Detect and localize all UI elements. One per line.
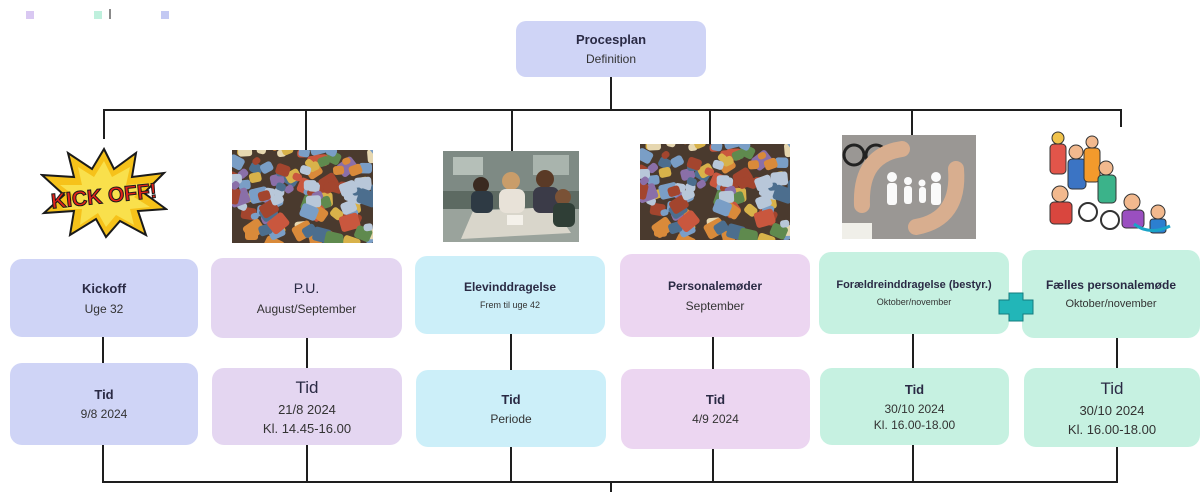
node-title: Elevinddragelse [463,280,557,294]
mid-line-2 [306,338,308,368]
tid-title: Tid [705,392,726,407]
tid-title: Tid [295,377,319,397]
tid-line: Kl. 16.00-18.00 [873,417,956,432]
mid-line-1 [102,337,104,363]
legend-tick [109,9,111,19]
bottom-drop-5 [912,445,914,483]
node-title: Fælles personalemøde [1045,278,1177,292]
node-subtitle: Uge 32 [84,301,124,316]
node-pu: P.U. August/September [211,258,402,338]
drop-line-2 [305,109,307,150]
tid-line: 30/10 2024 [1079,402,1145,418]
node-title: Forældreinddragelse (bestyr.) [836,279,992,291]
tid-title: Tid [94,387,114,402]
bottom-drop-4 [712,449,714,483]
tid-line: 4/9 2024 [692,412,739,426]
tid-title: Tid [501,391,521,407]
mid-line-4 [712,337,714,369]
students-classroom-image [443,151,579,242]
tid-line: Periode [490,411,532,426]
tid-line: 9/8 2024 [80,407,128,421]
puzzle-image-2 [640,144,790,240]
tid-kickoff: Tid 9/8 2024 [10,363,198,445]
tid-personalemoder: Tid 4/9 2024 [621,369,810,449]
tid-foraeldreinddragelse: Tid 30/10 2024 Kl. 16.00-18.00 [820,368,1009,445]
tid-elevinddragelse: Tid Periode [416,370,606,447]
plus-icon [998,292,1034,322]
legend-swatch-lilac [26,11,34,19]
node-kickoff: Kickoff Uge 32 [10,259,198,337]
tid-faelles-personalemode: Tid 30/10 2024 Kl. 16.00-18.00 [1024,368,1200,447]
drop-line-4 [709,109,711,144]
node-faelles-personalemode: Fælles personalemøde Oktober/november [1022,250,1200,338]
node-subtitle: September [685,298,745,313]
tid-title: Tid [904,381,925,397]
node-subtitle: Oktober/november [1065,298,1157,310]
tid-line: 21/8 2024 [278,401,336,417]
kickoff-burst-image: KICK OFF! [40,147,168,239]
legend-swatch-blue [161,11,169,19]
root-title: Procesplan [575,32,647,47]
node-personalemoder: Personalemøder September [620,254,810,337]
root-subtitle: Definition [585,52,637,66]
bottom-center-stub [610,481,612,492]
cartoon-people-image [1040,128,1174,236]
family-hands-image [842,135,976,239]
drop-line-1 [103,109,105,139]
tid-title: Tid [1100,378,1124,398]
root-connector [610,76,612,111]
node-subtitle: Oktober/november [876,297,952,307]
node-title: Personalemøder [667,278,763,293]
node-foraeldreinddragelse: Forældreinddragelse (bestyr.) Oktober/no… [819,252,1009,334]
bottom-drop-1 [102,445,104,483]
node-subtitle: August/September [256,302,357,316]
node-title: Kickoff [81,280,127,296]
puzzle-image-1 [232,150,373,243]
root-node: Procesplan Definition [516,21,706,77]
mid-line-6 [1116,338,1118,368]
tid-line: Kl. 14.45-16.00 [262,420,352,436]
legend-swatch-mint [94,11,102,19]
tid-line: Kl. 16.00-18.00 [1067,421,1157,437]
node-title: P.U. [293,280,320,296]
top-bus-line [103,109,1122,111]
bottom-drop-2 [306,445,308,483]
bottom-drop-6 [1116,447,1118,483]
mid-line-3 [510,333,512,370]
drop-line-6 [1120,109,1122,127]
drop-line-3 [511,109,513,151]
tid-pu: Tid 21/8 2024 Kl. 14.45-16.00 [212,368,402,445]
tid-line: 30/10 2024 [884,401,945,416]
mid-line-5 [912,334,914,368]
node-subtitle: Frem til uge 42 [479,300,541,310]
node-elevinddragelse: Elevinddragelse Frem til uge 42 [415,256,605,334]
drop-line-5 [911,109,913,135]
bottom-drop-3 [510,447,512,483]
